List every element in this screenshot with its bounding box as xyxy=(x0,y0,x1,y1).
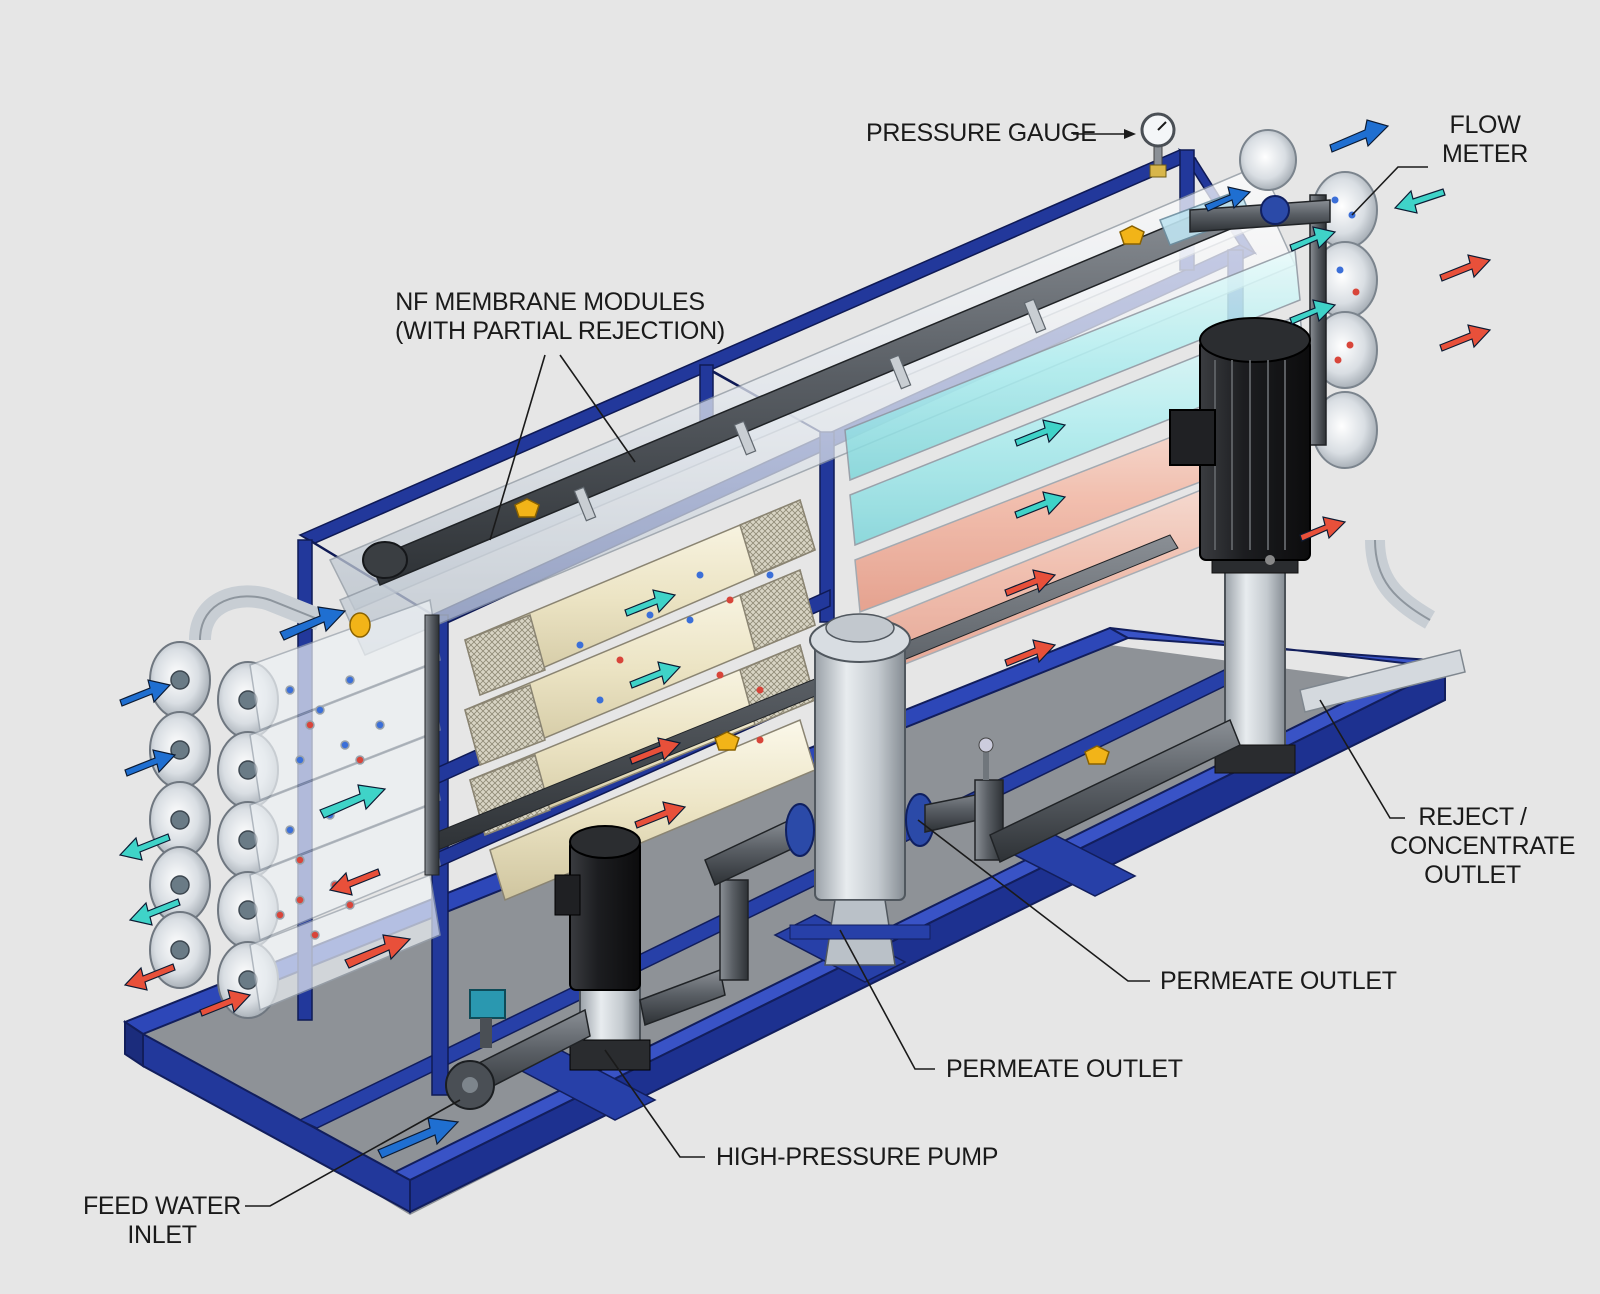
feed-water-inlet-label-line1: FEED WATER xyxy=(82,1192,242,1220)
feed-header-pipe xyxy=(362,189,1251,876)
high-pressure-pump-label: HIGH-PRESSURE PUMP xyxy=(716,1143,999,1171)
nf-membrane-modules-label-line1: NF MEMBRANE MODULES xyxy=(395,288,705,316)
main-pump xyxy=(1169,317,1311,774)
permeate-outlet-label-lower: PERMEATE OUTLET xyxy=(946,1055,1183,1083)
valves xyxy=(349,225,1145,765)
leader-lines xyxy=(245,129,1428,1207)
reject-manifold xyxy=(1189,194,1466,713)
reject-outlet-label-line1: REJECT / xyxy=(1418,803,1527,831)
flow-meter-label-line1: FLOW xyxy=(1449,111,1521,139)
flow-meter-label-line2: METER xyxy=(1441,140,1528,168)
pressure-gauge-icon xyxy=(1140,112,1176,178)
lower-piping xyxy=(445,718,1241,1110)
cartridge-filter xyxy=(789,613,931,966)
high-pressure-pump xyxy=(554,825,651,1071)
feed-water-inlet-label-line2: INLET xyxy=(127,1221,197,1249)
feed-water-inlet-label: FEED WATER INLET xyxy=(82,1192,242,1250)
permeate-outlet-label-upper: PERMEATE OUTLET xyxy=(1160,967,1397,995)
reject-outlet-label-line2: CONCENTRATE xyxy=(1390,832,1576,860)
nf-membrane-modules-label: NF MEMBRANE MODULES (WITH PARTIAL REJECT… xyxy=(395,288,725,346)
flow-meter-label: FLOW METER xyxy=(1440,111,1530,169)
actuator-valve xyxy=(469,989,506,1048)
reject-concentrate-outlet-label: REJECT / CONCENTRATE OUTLET xyxy=(1390,803,1576,890)
pressure-gauge-label: PRESSURE GAUGE xyxy=(866,119,1097,147)
reject-outlet-label-line3: OUTLET xyxy=(1424,861,1521,889)
right-end-caps xyxy=(1239,129,1378,469)
flow-arrows xyxy=(118,119,1492,1159)
nf-membrane-modules-label-line2: (WITH PARTIAL REJECTION) xyxy=(395,317,725,345)
